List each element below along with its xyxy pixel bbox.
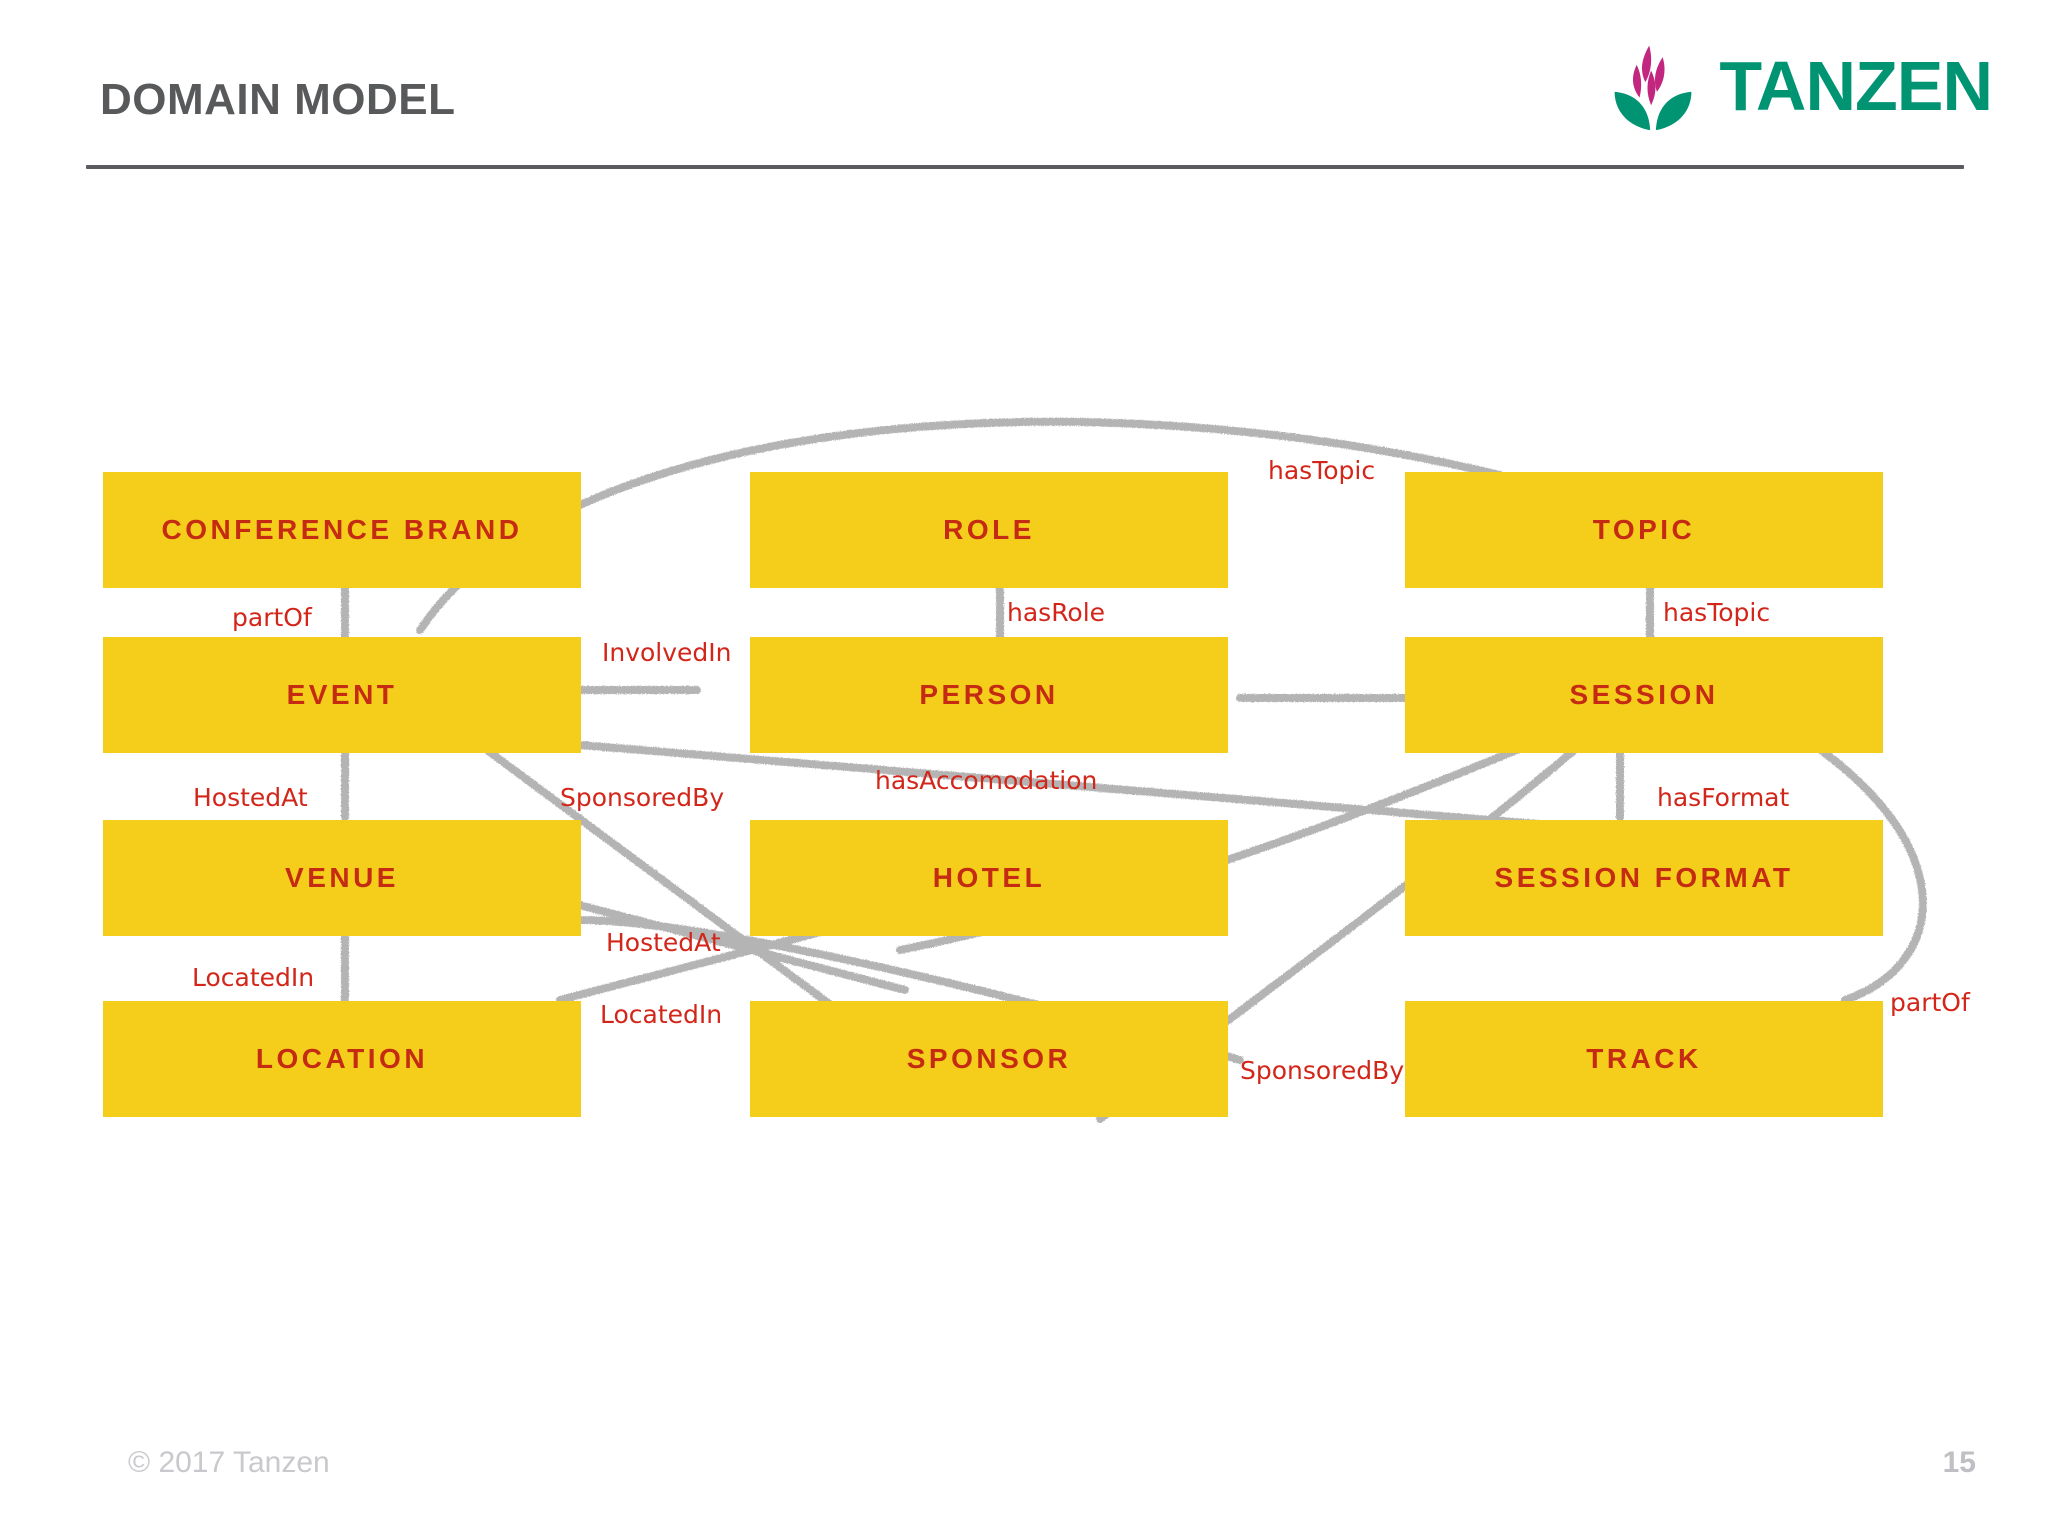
edge-label-hasrole: hasRole bbox=[1007, 598, 1106, 627]
entity-node-role[interactable]: ROLE bbox=[750, 472, 1228, 588]
edge-label-hostedat-venue: HostedAt bbox=[193, 783, 308, 812]
entity-label: TOPIC bbox=[1592, 514, 1696, 545]
entity-node-hotel[interactable]: HOTEL bbox=[750, 820, 1228, 936]
entity-label: TRACK bbox=[1586, 1043, 1702, 1074]
entity-node-sponsor[interactable]: SPONSOR bbox=[750, 1001, 1228, 1117]
edge-label-hasaccomodation: hasAccomodation bbox=[875, 766, 1098, 795]
brand-logo: TANZEN bbox=[1605, 38, 1993, 134]
edge-label-locatedin-hotel: LocatedIn bbox=[600, 1000, 723, 1029]
entity-label: LOCATION bbox=[255, 1043, 429, 1074]
entity-node-location[interactable]: LOCATION bbox=[103, 1001, 581, 1117]
entity-label: CONFERENCE BRAND bbox=[161, 514, 523, 545]
entity-label: VENUE bbox=[285, 862, 399, 893]
entity-label: HOTEL bbox=[932, 862, 1046, 893]
tanzen-leaf-flame-icon bbox=[1614, 45, 1692, 131]
edge-label-sponsoredby-track: SponsoredBy bbox=[1240, 1056, 1405, 1085]
slide-footer: © 2017 Tanzen 15 bbox=[0, 1416, 2048, 1536]
edge-label-hostedat-hotel: HostedAt bbox=[606, 928, 721, 957]
entity-label: ROLE bbox=[943, 514, 1035, 545]
edge-label-partof-track: partOf bbox=[1890, 988, 1970, 1017]
page-number: 15 bbox=[1942, 1446, 1976, 1479]
entity-node-event[interactable]: EVENT bbox=[103, 637, 581, 753]
entity-label: SESSION FORMAT bbox=[1494, 862, 1794, 893]
entity-node-conference-brand[interactable]: CONFERENCE BRAND bbox=[103, 472, 581, 588]
entity-label: EVENT bbox=[286, 679, 398, 710]
edge-label-involvedin: InvolvedIn bbox=[602, 638, 732, 667]
slide-header: DOMAIN MODEL TANZEN bbox=[0, 0, 2048, 180]
entity-label: SPONSOR bbox=[906, 1043, 1072, 1074]
copyright-text: © 2017 Tanzen bbox=[128, 1446, 330, 1479]
entity-label: PERSON bbox=[919, 679, 1059, 710]
entity-node-topic[interactable]: TOPIC bbox=[1405, 472, 1883, 588]
edge-label-locatedin-venue: LocatedIn bbox=[192, 963, 315, 992]
entity-node-session[interactable]: SESSION bbox=[1405, 637, 1883, 753]
page-title: DOMAIN MODEL bbox=[100, 75, 456, 124]
brand-logo-wordmark: TANZEN bbox=[1719, 47, 1993, 125]
entity-node-venue[interactable]: VENUE bbox=[103, 820, 581, 936]
header-divider bbox=[86, 165, 1964, 169]
edge-label-hasformat: hasFormat bbox=[1657, 783, 1790, 812]
edge-label-partof-brand: partOf bbox=[232, 603, 312, 632]
entity-node-track[interactable]: TRACK bbox=[1405, 1001, 1883, 1117]
entity-node-person[interactable]: PERSON bbox=[750, 637, 1228, 753]
edge-label-hastopic-session: hasTopic bbox=[1663, 598, 1771, 627]
edge-label-sponsoredby-event: SponsoredBy bbox=[560, 783, 725, 812]
entity-node-session-format[interactable]: SESSION FORMAT bbox=[1405, 820, 1883, 936]
edge-label-hastopic-event: hasTopic bbox=[1268, 456, 1376, 485]
entity-label: SESSION bbox=[1569, 679, 1719, 710]
